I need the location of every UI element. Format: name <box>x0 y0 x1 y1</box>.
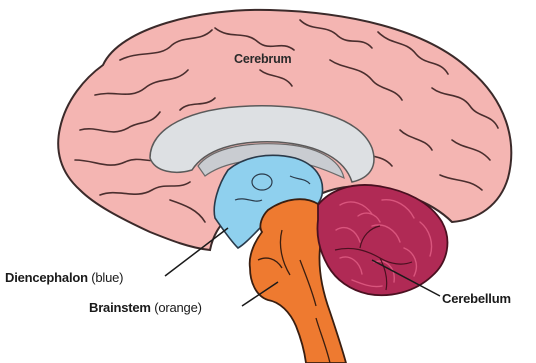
diencephalon-label: Diencephalon (blue) <box>5 271 123 284</box>
brainstem-label-note: (orange) <box>154 300 202 315</box>
cerebellum-label-text: Cerebellum <box>442 291 511 306</box>
cerebrum-label-text: Cerebrum <box>234 52 291 66</box>
cerebrum-label: Cerebrum <box>234 53 291 66</box>
diencephalon-label-text: Diencephalon <box>5 270 88 285</box>
brainstem-label: Brainstem (orange) <box>89 301 202 314</box>
brainstem-label-text: Brainstem <box>89 300 151 315</box>
diencephalon-label-note: (blue) <box>91 270 123 285</box>
cerebellum-label: Cerebellum <box>442 292 511 305</box>
